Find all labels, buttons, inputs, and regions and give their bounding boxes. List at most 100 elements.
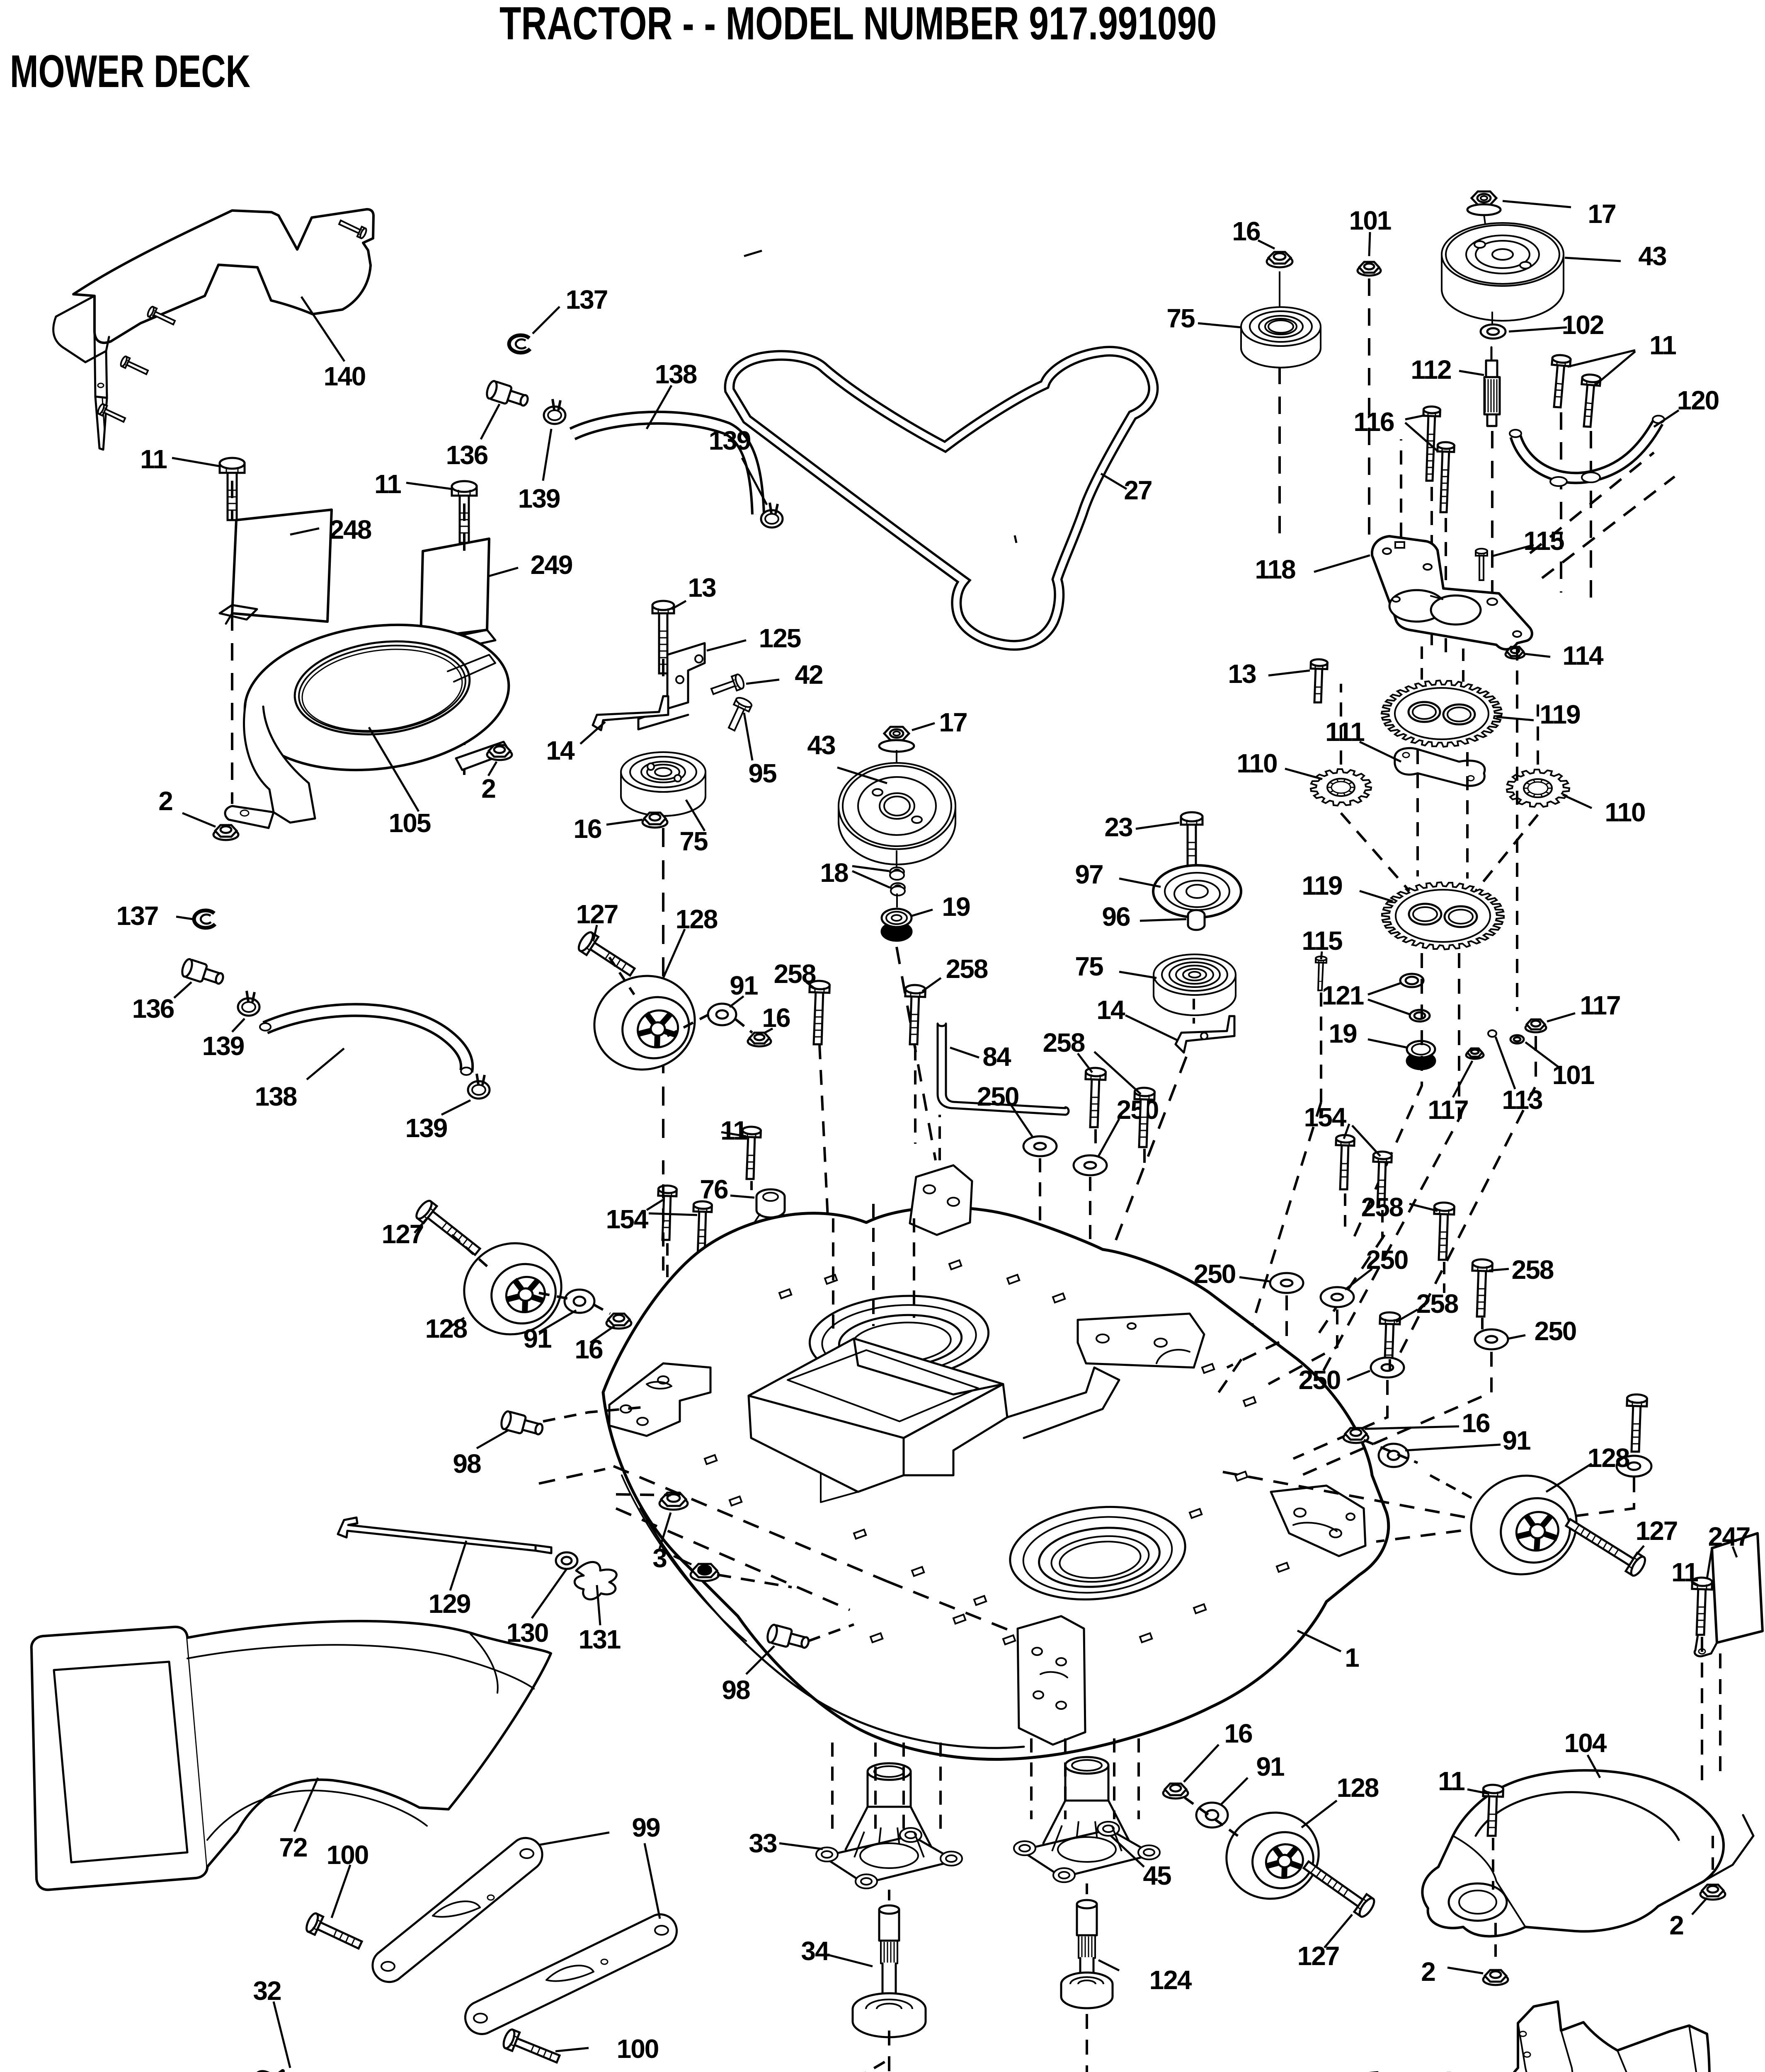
- svg-text:127: 127: [576, 899, 618, 929]
- svg-text:105: 105: [389, 808, 431, 838]
- svg-text:247: 247: [1708, 1522, 1750, 1552]
- svg-text:14: 14: [1096, 995, 1125, 1025]
- svg-text:258: 258: [1361, 1192, 1403, 1222]
- svg-text:258: 258: [1043, 1028, 1085, 1058]
- svg-text:TRACTOR - - MODEL NUMBER 917.9: TRACTOR - - MODEL NUMBER 917.991090: [499, 0, 1217, 49]
- svg-text:111: 111: [1325, 717, 1364, 747]
- svg-text:137: 137: [566, 285, 608, 315]
- svg-text:32: 32: [253, 1976, 281, 2006]
- svg-text:16: 16: [762, 1003, 790, 1033]
- svg-text:18: 18: [820, 858, 848, 888]
- svg-text:19: 19: [1329, 1019, 1357, 1048]
- svg-text:11: 11: [1649, 330, 1676, 360]
- svg-text:138: 138: [255, 1082, 297, 1111]
- svg-text:75: 75: [679, 826, 708, 856]
- svg-text:11: 11: [140, 444, 167, 474]
- svg-text:250: 250: [1535, 1316, 1576, 1346]
- svg-text:100: 100: [617, 2034, 659, 2064]
- svg-text:11: 11: [1671, 1557, 1698, 1587]
- svg-text:137: 137: [116, 901, 158, 931]
- svg-text:128: 128: [425, 1314, 467, 1343]
- svg-text:258: 258: [774, 959, 816, 989]
- svg-text:110: 110: [1605, 797, 1645, 827]
- svg-text:23: 23: [1104, 812, 1132, 842]
- svg-text:129: 129: [429, 1589, 470, 1619]
- svg-text:138: 138: [655, 359, 697, 389]
- svg-text:17: 17: [939, 707, 967, 737]
- svg-text:101: 101: [1552, 1060, 1594, 1090]
- svg-text:13: 13: [1228, 659, 1256, 689]
- svg-text:91: 91: [523, 1324, 551, 1353]
- svg-text:75: 75: [1166, 303, 1195, 333]
- svg-text:98: 98: [453, 1449, 481, 1479]
- svg-text:16: 16: [575, 1334, 603, 1364]
- svg-text:248: 248: [330, 515, 371, 545]
- svg-text:124: 124: [1149, 1965, 1192, 1995]
- svg-text:250: 250: [1366, 1245, 1408, 1275]
- svg-text:139: 139: [202, 1031, 244, 1061]
- svg-text:3: 3: [652, 1543, 667, 1573]
- svg-text:128: 128: [676, 904, 718, 934]
- svg-text:117: 117: [1580, 990, 1620, 1020]
- svg-text:16: 16: [1232, 216, 1260, 246]
- svg-text:2: 2: [481, 774, 495, 804]
- svg-text:141: 141: [1425, 2066, 1467, 2072]
- svg-text:250: 250: [1299, 1365, 1341, 1395]
- svg-text:99: 99: [632, 1813, 660, 1842]
- svg-text:11: 11: [720, 1116, 747, 1145]
- svg-text:91: 91: [730, 971, 758, 1000]
- svg-text:11: 11: [374, 469, 401, 499]
- svg-text:154: 154: [1304, 1102, 1347, 1132]
- svg-text:112: 112: [1411, 355, 1451, 385]
- svg-text:34: 34: [801, 1936, 830, 1966]
- svg-text:91: 91: [1256, 1752, 1284, 1782]
- svg-text:118: 118: [1255, 554, 1295, 584]
- svg-text:125: 125: [759, 623, 801, 653]
- svg-text:115: 115: [1302, 926, 1342, 956]
- svg-text:249: 249: [531, 550, 572, 580]
- svg-text:16: 16: [1462, 1408, 1490, 1438]
- svg-text:128: 128: [1337, 1773, 1379, 1803]
- svg-text:139: 139: [518, 484, 560, 513]
- svg-text:136: 136: [132, 994, 174, 1024]
- svg-text:258: 258: [1416, 1289, 1458, 1319]
- svg-text:27: 27: [1124, 475, 1152, 505]
- svg-text:13: 13: [688, 573, 716, 603]
- svg-text:2: 2: [1421, 1957, 1435, 1987]
- svg-text:75: 75: [1075, 951, 1103, 981]
- svg-text:16: 16: [1224, 1719, 1252, 1748]
- svg-text:2: 2: [158, 786, 172, 816]
- svg-text:100: 100: [327, 1840, 369, 1870]
- svg-text:101: 101: [1349, 206, 1391, 235]
- svg-text:258: 258: [1512, 1255, 1554, 1285]
- svg-text:128: 128: [1588, 1443, 1629, 1473]
- svg-text:MOWER DECK: MOWER DECK: [10, 46, 250, 97]
- svg-text:127: 127: [1297, 1941, 1339, 1971]
- svg-text:139: 139: [709, 426, 751, 455]
- svg-text:33: 33: [749, 1828, 777, 1858]
- svg-text:84: 84: [982, 1042, 1011, 1072]
- svg-text:43: 43: [1638, 241, 1666, 271]
- svg-text:131: 131: [579, 1624, 621, 1654]
- svg-text:117: 117: [1428, 1095, 1468, 1125]
- svg-text:154: 154: [606, 1204, 649, 1234]
- svg-text:97: 97: [1075, 859, 1103, 889]
- svg-text:42: 42: [795, 660, 823, 690]
- svg-text:14: 14: [546, 736, 575, 765]
- svg-text:17: 17: [1588, 199, 1615, 229]
- svg-text:119: 119: [1540, 700, 1580, 729]
- svg-text:45: 45: [1143, 1861, 1171, 1890]
- svg-text:102: 102: [1562, 310, 1604, 340]
- svg-text:98: 98: [722, 1675, 750, 1705]
- svg-text:110: 110: [1236, 748, 1277, 778]
- svg-text:19: 19: [942, 892, 970, 922]
- svg-text:139: 139: [405, 1113, 447, 1143]
- svg-text:140: 140: [324, 361, 366, 391]
- svg-text:127: 127: [1636, 1516, 1678, 1546]
- svg-text:104: 104: [1564, 1728, 1607, 1758]
- svg-text:114: 114: [1562, 641, 1604, 670]
- svg-text:120: 120: [1677, 385, 1719, 415]
- svg-text:2: 2: [1669, 1910, 1683, 1940]
- svg-text:91: 91: [1502, 1426, 1530, 1455]
- svg-text:258: 258: [946, 954, 988, 984]
